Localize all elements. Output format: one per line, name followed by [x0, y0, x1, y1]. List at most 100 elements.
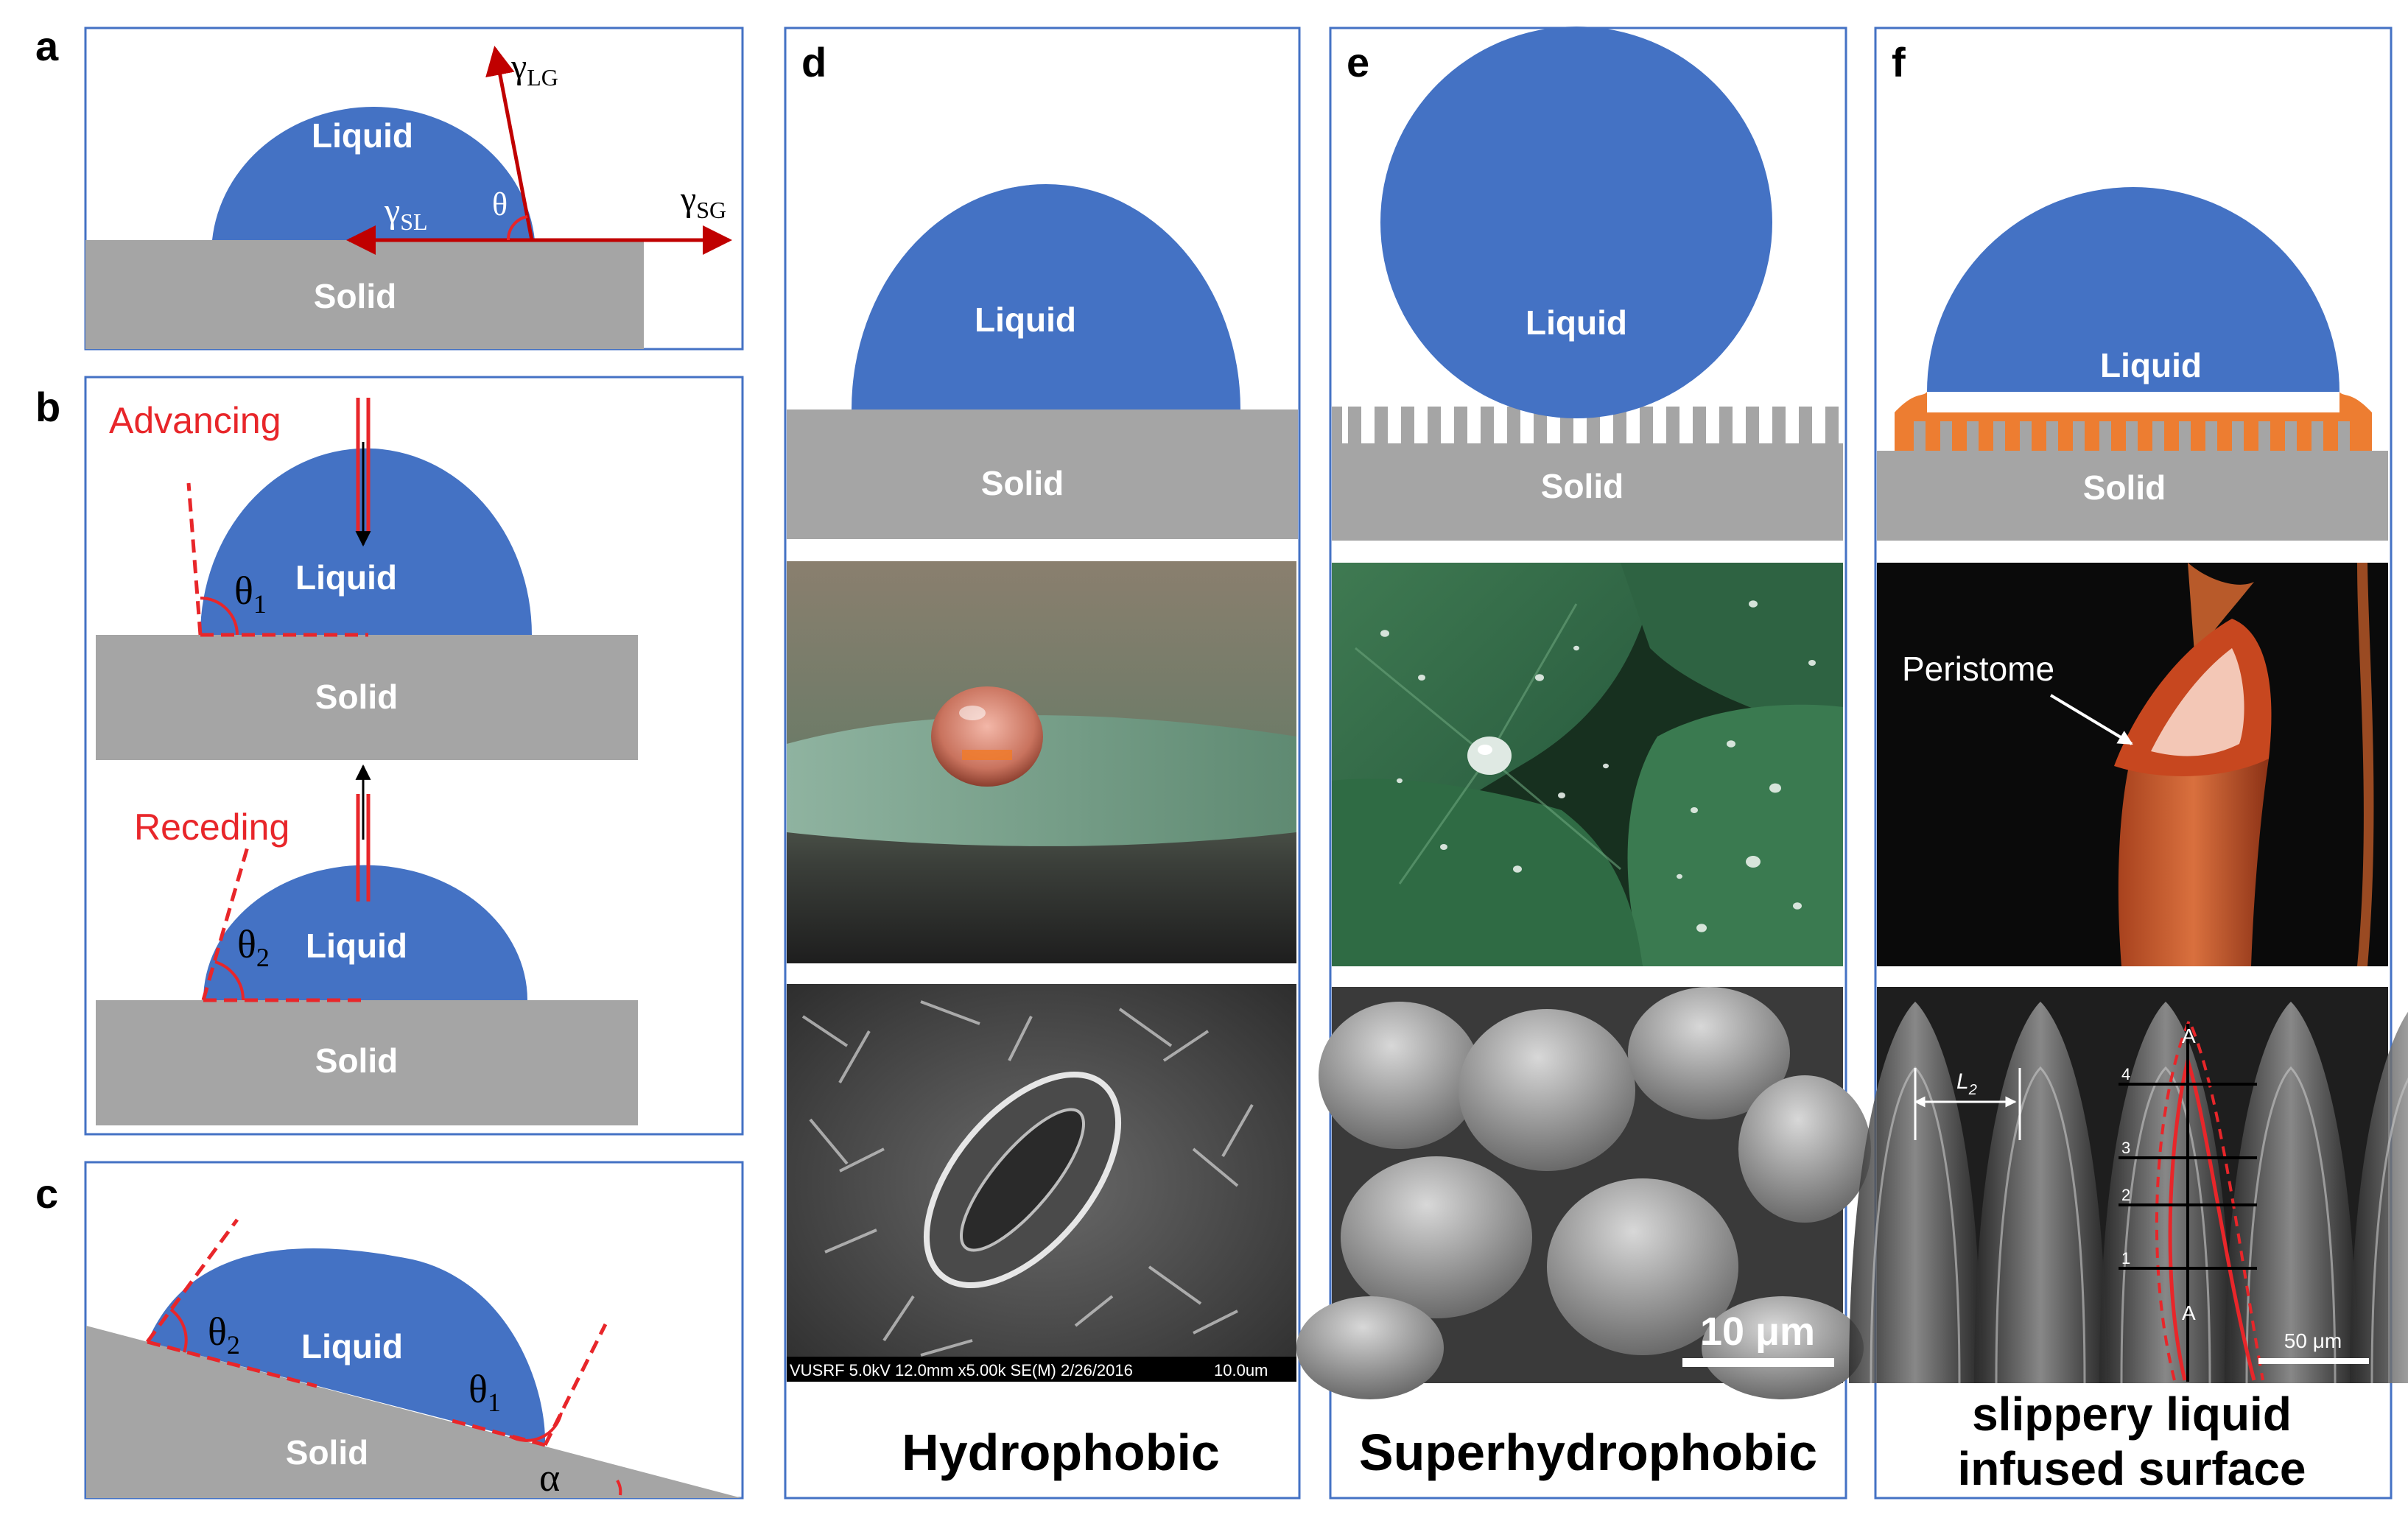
level-label-3: 3 — [2121, 1139, 2130, 1157]
sem-info-bar: VUSRF 5.0kV 12.0mm x5.00k SE(M) 2/26/201… — [790, 1361, 1133, 1379]
theta1-label: θ1 — [234, 569, 267, 619]
micro-pillar — [1772, 407, 1786, 443]
infused-pillar — [2232, 421, 2244, 451]
red-contour-dashed — [2155, 1017, 2264, 1381]
dew-drop — [1603, 763, 1609, 769]
panel-b-letter: b — [35, 384, 60, 430]
panel-c: c Liquid Solid θ2 θ1 α — [35, 1161, 744, 1500]
level-label-4: 4 — [2121, 1065, 2130, 1083]
sem-ridge — [2225, 1002, 2357, 1383]
lubricant-meniscus — [1895, 392, 2372, 412]
panel-b-frame — [84, 376, 744, 1136]
dew-drop — [1793, 902, 1802, 910]
theta1-arc — [200, 597, 239, 636]
infused-pillar — [2338, 421, 2350, 451]
caption-slips-line1: slippery liquid — [1972, 1388, 2292, 1441]
panel-f-letter: f — [1892, 39, 1906, 85]
panel-a-letter: a — [35, 23, 59, 69]
panel-f: f Liquid Solid Peristome — [1849, 27, 2408, 1500]
gamma-lg-arrow — [485, 46, 534, 241]
micro-pillar — [1375, 407, 1388, 443]
level-label-2: 2 — [2121, 1186, 2130, 1204]
dew-drop — [1691, 807, 1698, 813]
caption-hydrophobic: Hydrophobic — [902, 1424, 1220, 1481]
solid-substrate-advancing — [96, 635, 638, 760]
infused-pillar — [2126, 421, 2138, 451]
sem-ridge-edge — [2370, 1078, 2408, 1384]
micro-pillar — [1825, 407, 1839, 443]
infused-pillar — [2258, 421, 2270, 451]
tilted-theta2-arc — [169, 1308, 188, 1353]
gamma-sg-label: γSG — [680, 180, 726, 223]
infused-pillar — [2073, 421, 2085, 451]
micro-pillar — [1348, 407, 1361, 443]
dew-drop — [1380, 630, 1389, 637]
panel-e: e Liquid Solid — [1296, 27, 1871, 1500]
sem-ridge-edge — [2120, 1066, 2211, 1384]
panel-c-letter: c — [35, 1170, 58, 1217]
infused-pillar — [1967, 421, 1979, 451]
tilted-theta1-arc — [509, 1412, 563, 1442]
solid-substrate-d — [787, 410, 1298, 539]
theta-symbol: θ — [492, 186, 508, 222]
dew-drop — [1397, 778, 1403, 784]
panel-d: d Liquid Solid VUSRF 5.0kV 12.0mm x5.00k… — [784, 27, 1301, 1500]
photo-lotus-leaf — [1332, 563, 1843, 966]
tilted-theta1-label: θ1 — [468, 1367, 501, 1417]
peristome-arrow — [2049, 694, 2133, 745]
infused-pillar — [2020, 421, 2032, 451]
receding-label: Receding — [134, 806, 289, 848]
liquid-label-tilted: Liquid — [301, 1327, 403, 1365]
micro-pillar — [1481, 407, 1494, 443]
level-label-1: 1 — [2121, 1249, 2130, 1268]
liquid-droplet-receding — [203, 865, 527, 1000]
infused-pillar — [2312, 421, 2323, 451]
liquid-droplet — [212, 107, 535, 240]
photo-pitcher-plant: Peristome — [1877, 563, 2388, 966]
micro-pillar — [1507, 407, 1520, 443]
micro-pillar — [1332, 407, 1342, 443]
scale-label-f: 50 μm — [2284, 1329, 2342, 1352]
solid-label-tilted: Solid — [286, 1433, 368, 1472]
dew-drop — [1558, 792, 1565, 798]
sem-image-peristome: A A 4 3 2 1 L2 50 μm — [1849, 987, 2408, 1384]
panel-f-frame — [1874, 27, 2393, 1500]
tilted-left-baseline — [147, 1340, 317, 1388]
scale-label-e: 10 μm — [1700, 1310, 1815, 1354]
liquid-label-advancing: Liquid — [295, 558, 397, 597]
theta2-label: θ2 — [237, 922, 270, 972]
micro-pillar — [1534, 407, 1547, 443]
solid-substrate — [85, 240, 644, 349]
alpha-arc — [616, 1479, 622, 1496]
liquid-droplet-e — [1380, 27, 1772, 418]
infused-pillar — [2046, 421, 2058, 451]
solid-substrate-f — [1877, 451, 2388, 541]
infused-pillar — [2099, 421, 2111, 451]
tilted-right-baseline — [449, 1418, 546, 1447]
solid-label: Solid — [314, 277, 396, 315]
infused-pillar — [1914, 421, 1926, 451]
panel-d-frame — [784, 27, 1301, 1500]
panel-a: a Liquid Solid θ γLG γSL γSG — [35, 23, 744, 351]
gamma-lg-label: γLG — [510, 47, 558, 91]
sem-ridge — [2350, 1011, 2408, 1383]
liquid-label: Liquid — [312, 116, 413, 155]
panel-e-letter: e — [1347, 39, 1369, 85]
panel-b: b Advancing Liquid Solid θ1 Receding Liq… — [35, 376, 744, 1136]
dew-drop — [1440, 844, 1447, 850]
sem-ridge-edge — [2245, 1066, 2337, 1384]
liquid-label-receding: Liquid — [306, 927, 407, 965]
lubricant-infused-texture — [1895, 412, 2372, 451]
theta2-arc — [214, 960, 245, 1001]
dew-drop — [1513, 865, 1522, 873]
photo-droplet-on-leaf — [787, 561, 1296, 963]
infused-pillar — [2152, 421, 2164, 451]
micro-pillar — [1401, 407, 1414, 443]
infused-pillar — [2285, 421, 2297, 451]
sem-image-hydrophobic: VUSRF 5.0kV 12.0mm x5.00k SE(M) 2/26/201… — [787, 984, 1296, 1382]
dew-drop — [1727, 740, 1735, 748]
caption-slips-line2: infused surface — [1957, 1442, 2306, 1495]
dew-drop — [1573, 645, 1579, 651]
scale-bar-e — [1682, 1358, 1834, 1367]
dew-drop — [1535, 674, 1544, 681]
